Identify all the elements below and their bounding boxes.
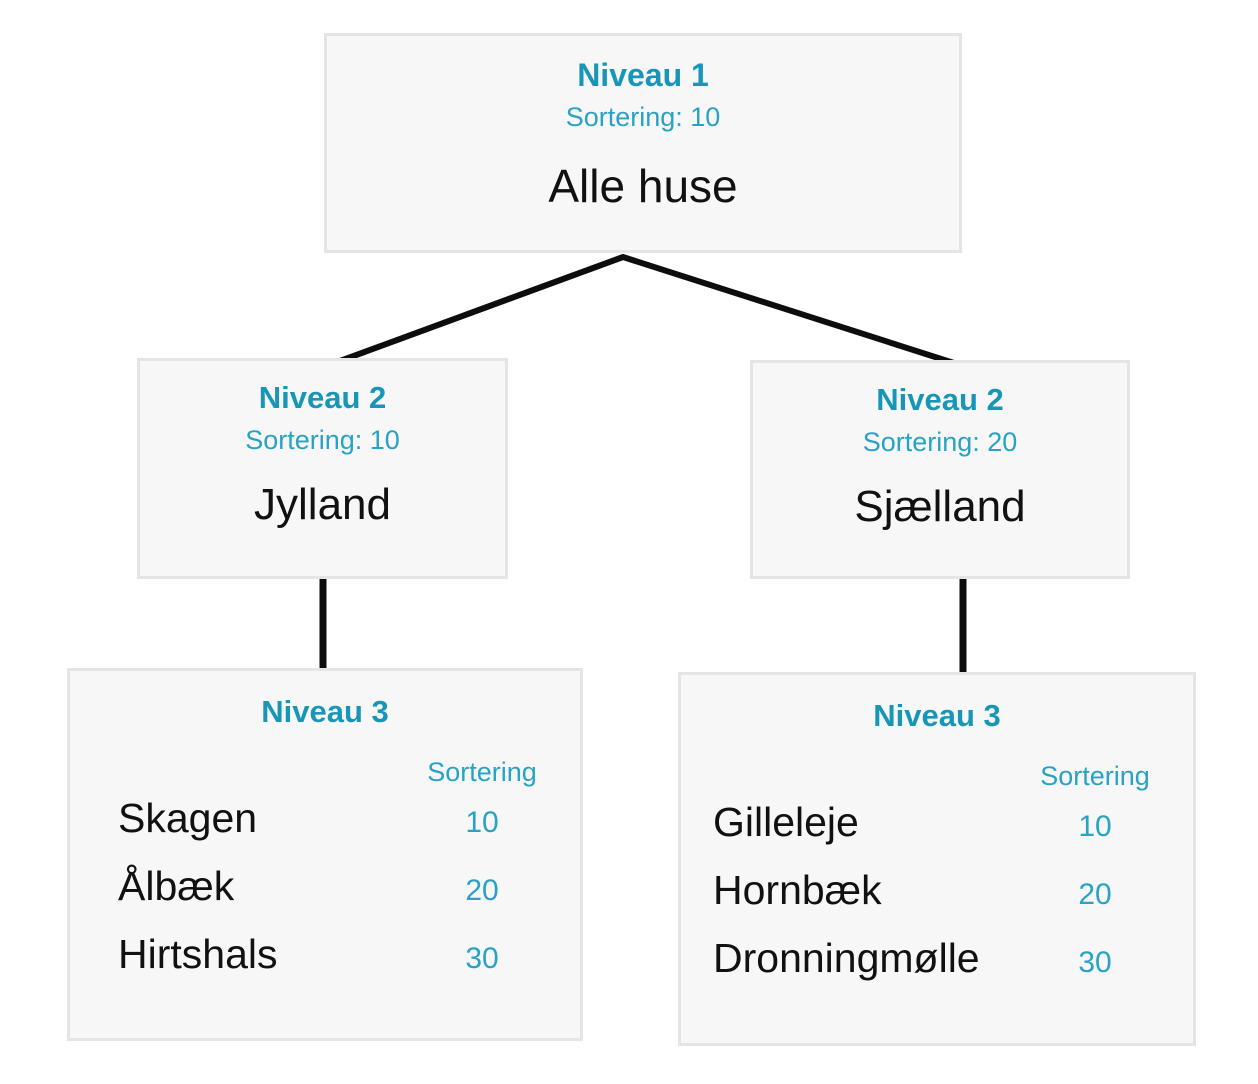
- city-name: Skagen: [118, 795, 258, 841]
- sort-value: 10: [465, 806, 499, 839]
- sort-value: 20: [1078, 878, 1112, 911]
- sort-label: Sortering: 10: [565, 102, 721, 132]
- city-name: Dronningmølle: [713, 935, 980, 981]
- table-row: Hornbæk 20: [681, 867, 1193, 935]
- sort-label: Sortering: 20: [862, 427, 1018, 457]
- sort-value: 30: [465, 942, 499, 975]
- level-label: Niveau 2: [876, 382, 1004, 417]
- table-header-row: Sortering: [70, 755, 580, 789]
- node-level2-jylland: Niveau 2 Sortering: 10 Jylland: [137, 358, 508, 579]
- sort-column-header: Sortering: [1040, 761, 1150, 791]
- sort-value: 10: [1078, 810, 1112, 843]
- sort-value: 30: [1078, 946, 1112, 979]
- table-row: Skagen 10: [70, 795, 580, 863]
- table-row: Hirtshals 30: [70, 931, 580, 999]
- node-level3-jylland-cities: Niveau 3 Sortering Skagen 10 Ålbæk 20 Hi…: [67, 668, 583, 1041]
- sort-column-header: Sortering: [427, 757, 537, 787]
- node-level2-sjaelland: Niveau 2 Sortering: 20 Sjælland: [750, 360, 1130, 579]
- level-label: Niveau 2: [258, 380, 387, 415]
- city-name: Hornbæk: [713, 867, 882, 913]
- sort-table: Sortering Skagen 10 Ålbæk 20 Hirtshals 3…: [70, 755, 580, 999]
- level-label: Niveau 3: [261, 694, 389, 729]
- node-level3-sjaelland-cities: Niveau 3 Sortering Gilleleje 10 Hornbæk …: [678, 672, 1196, 1046]
- city-name: Ålbæk: [118, 863, 235, 909]
- sort-label: Sortering: 10: [245, 425, 400, 455]
- city-name: Gilleleje: [713, 799, 859, 845]
- node-title: Alle huse: [548, 160, 738, 212]
- table-header-row: Sortering: [681, 759, 1193, 793]
- table-row: Gilleleje 10: [681, 799, 1193, 867]
- connector-root-to-branches: [327, 253, 958, 368]
- sort-value: 20: [465, 874, 499, 907]
- table-row: Ålbæk 20: [70, 863, 580, 931]
- table-row: Dronningmølle 30: [681, 935, 1193, 1003]
- node-level1-alle-huse: Niveau 1 Sortering: 10 Alle huse: [324, 33, 962, 253]
- city-name: Hirtshals: [118, 931, 278, 977]
- sort-table: Sortering Gilleleje 10 Hornbæk 20 Dronni…: [681, 759, 1193, 1003]
- level-label: Niveau 3: [873, 698, 1001, 733]
- node-title: Jylland: [254, 480, 391, 529]
- node-title: Sjælland: [854, 482, 1026, 531]
- level-label: Niveau 1: [577, 57, 709, 93]
